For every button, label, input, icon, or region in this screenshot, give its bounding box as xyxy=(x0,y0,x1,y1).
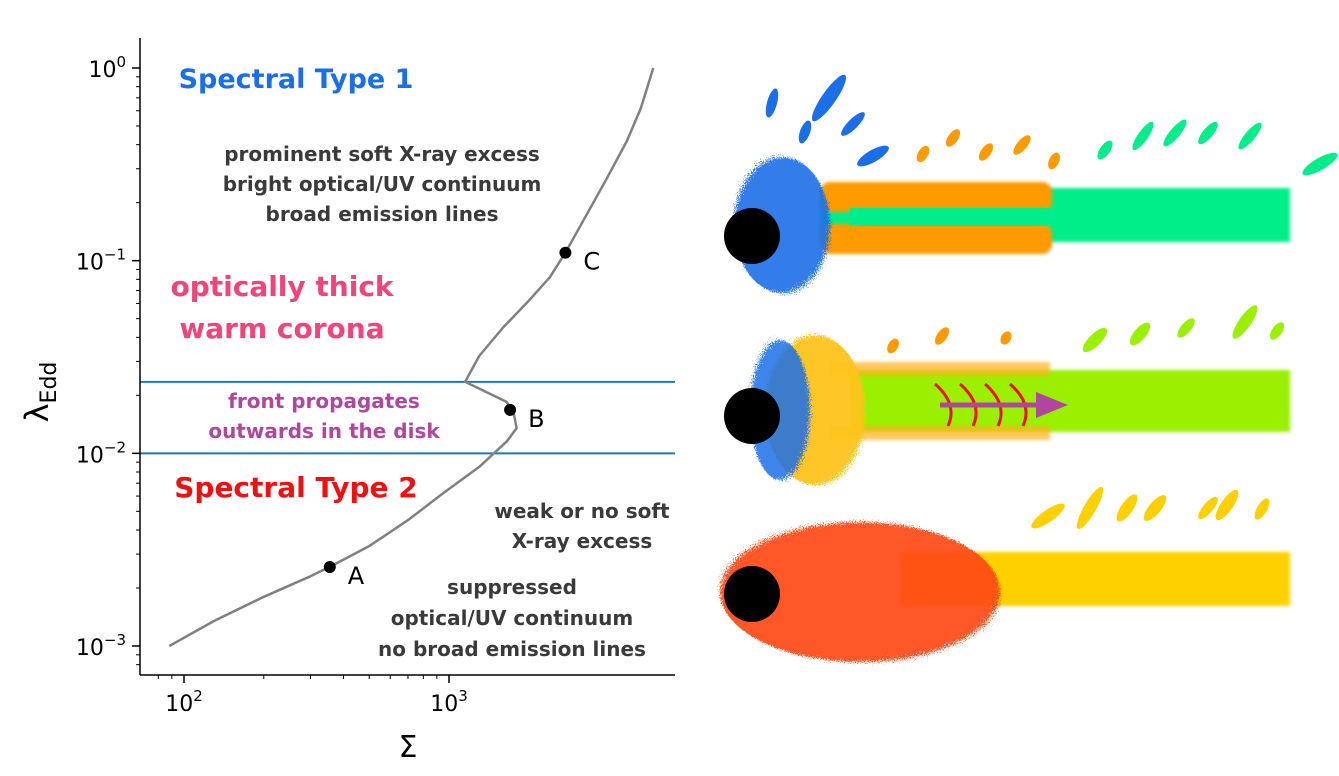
bottom-corona xyxy=(720,522,1000,662)
annotation-spectral-type-2: Spectral Type 2 xyxy=(174,471,418,504)
top-disk-inner-upper xyxy=(820,182,1052,212)
point-label-a: A xyxy=(348,562,365,590)
y-tick-label: 10−2 xyxy=(76,438,126,468)
region-annotations: Spectral Type 1 prominent soft X-ray exce… xyxy=(170,64,670,661)
top-wind-orange xyxy=(916,129,1060,170)
middle-black-hole xyxy=(724,388,780,444)
propagation-arrow xyxy=(940,392,1068,418)
annotation-front-1: front propagates xyxy=(228,389,420,413)
annotation-optical-uv: bright optical/UV continuum xyxy=(223,172,542,196)
point-label-b: B xyxy=(528,405,544,433)
top-disk-inner-lower xyxy=(820,224,1052,254)
x-tick-label: 103 xyxy=(430,687,468,717)
annotation-suppressed-2: optical/UV continuum xyxy=(391,606,633,630)
middle-corona xyxy=(750,340,810,480)
middle-panel xyxy=(724,305,1290,485)
annotation-no-broad: no broad emission lines xyxy=(378,637,646,661)
top-disk-inner-core xyxy=(850,208,1050,226)
annotation-suppressed-1: suppressed xyxy=(447,575,577,599)
point-b xyxy=(504,403,517,416)
marked-points: A B C xyxy=(323,246,600,590)
y-tick-label: 10−1 xyxy=(76,246,126,276)
x-tick-label: 102 xyxy=(165,687,203,717)
disk-illustration xyxy=(720,74,1338,662)
annotation-spectral-type-1: Spectral Type 1 xyxy=(179,64,414,95)
x-axis-label: Σ xyxy=(399,730,418,765)
annotation-warm-corona-2: warm corona xyxy=(179,312,384,345)
top-panel xyxy=(724,74,1338,293)
point-label-c: C xyxy=(583,248,600,276)
annotation-warm-corona-1: optically thick xyxy=(170,270,394,303)
y-tick-label: 10−3 xyxy=(76,631,126,661)
top-wind-blue xyxy=(765,74,889,167)
y-axis-label: λEdd xyxy=(18,362,62,423)
threshold-lines xyxy=(140,380,675,455)
y-tick-label: 100 xyxy=(88,53,126,83)
bottom-black-hole xyxy=(724,566,780,622)
annotation-weak-soft-1: weak or no soft xyxy=(494,499,670,523)
middle-disk-inner xyxy=(830,362,1050,376)
bottom-wind-yellow xyxy=(1031,487,1270,529)
annotation-weak-soft-2: X-ray excess xyxy=(512,529,653,553)
middle-wind-orange xyxy=(887,327,1012,354)
point-a xyxy=(323,561,336,574)
middle-wind-green xyxy=(1082,305,1285,353)
annotation-broad-lines: broad emission lines xyxy=(266,202,499,226)
annotation-soft-excess: prominent soft X-ray excess xyxy=(224,142,540,166)
point-c xyxy=(559,246,572,259)
top-wind-green xyxy=(1097,119,1338,176)
bottom-panel xyxy=(720,487,1290,662)
annotation-front-2: outwards in the disk xyxy=(208,419,440,443)
middle-disk-inner-lower xyxy=(830,426,1050,440)
middle-disk-outer xyxy=(850,370,1290,432)
top-black-hole xyxy=(724,208,780,264)
